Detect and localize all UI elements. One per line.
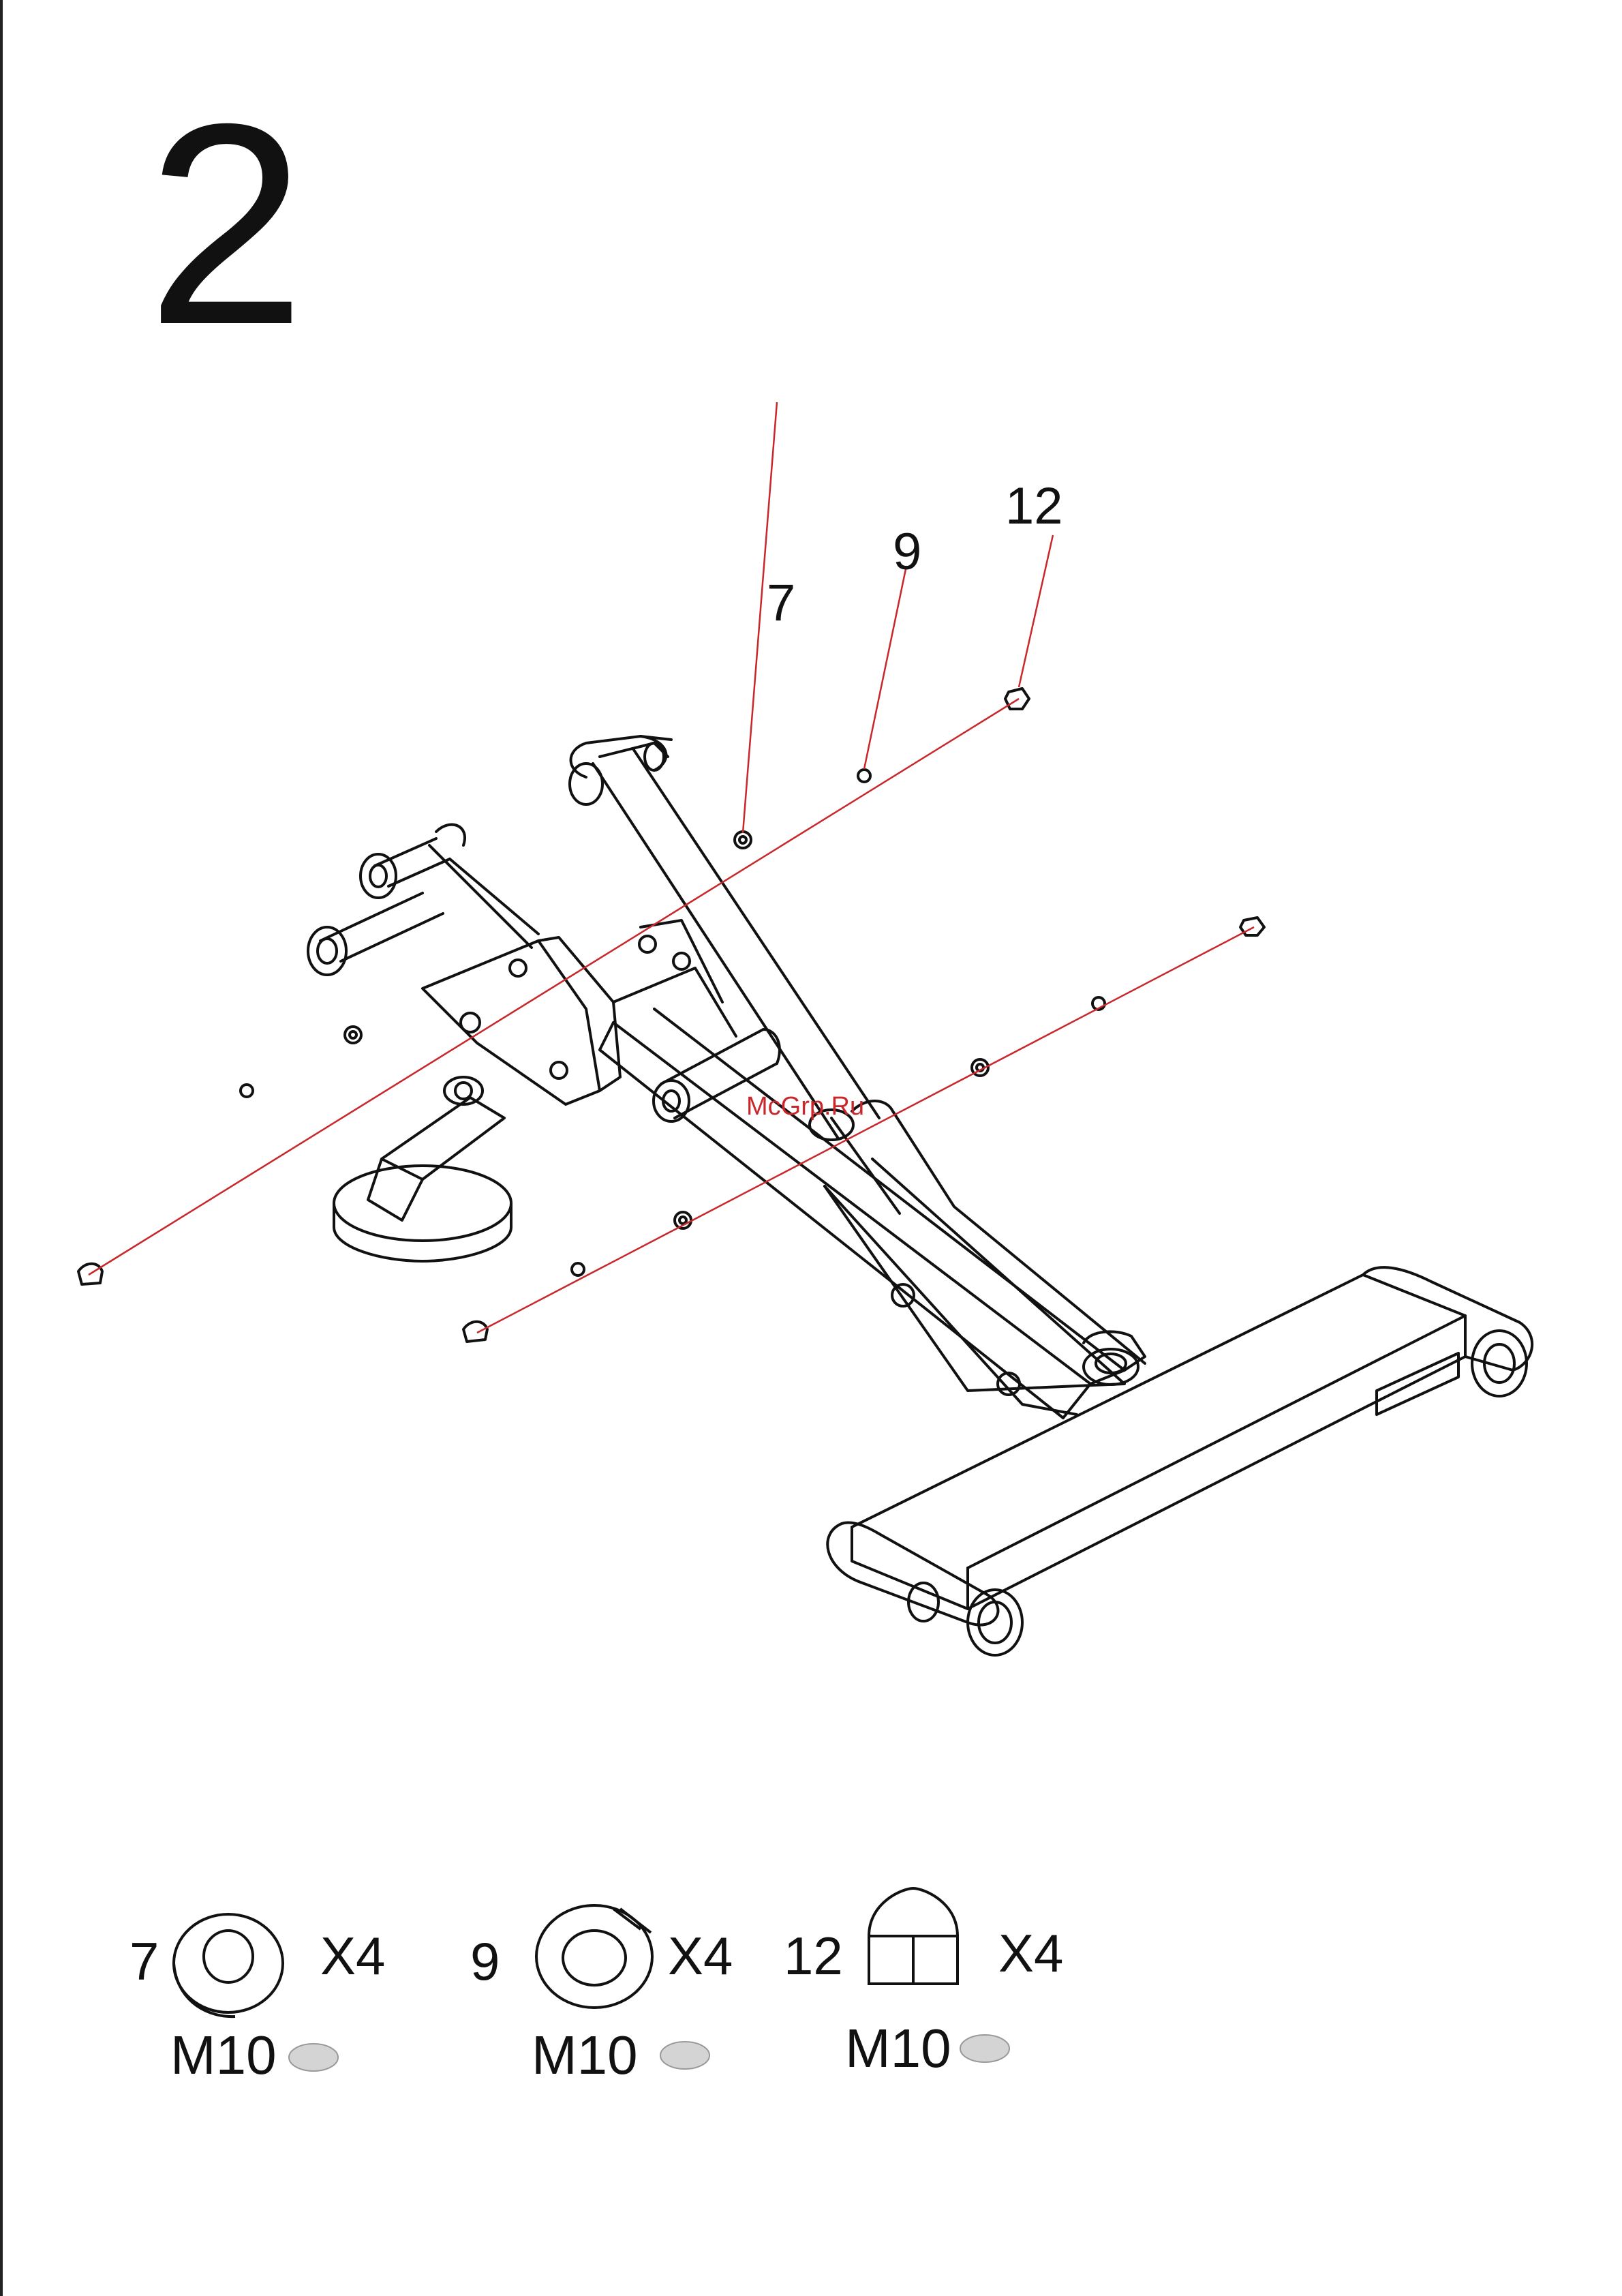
size-swatch-12 — [960, 2035, 1009, 2062]
part-12-size: M10 — [845, 2021, 951, 2076]
size-swatch-9 — [660, 2042, 709, 2069]
part-7-number: 7 — [129, 1935, 159, 1988]
cap-nut-icon — [869, 1888, 958, 1984]
part-12-number: 12 — [784, 1929, 843, 1982]
part-9-number: 9 — [470, 1935, 500, 1988]
spring-washer-icon — [536, 1905, 652, 2008]
callout-7: 7 — [767, 574, 795, 632]
part-7-quantity: X4 — [320, 1929, 385, 1982]
leader-lines — [89, 402, 1254, 1333]
handle-bars — [308, 825, 538, 975]
flat-washer-icon — [174, 1914, 283, 2016]
rear-stabilizer — [827, 1267, 1532, 1655]
watermark: McGrp.Ru — [746, 1092, 864, 1121]
part-9-quantity: X4 — [668, 1929, 733, 1982]
part-12-quantity: X4 — [998, 1927, 1063, 1980]
handle-arm — [570, 736, 879, 1138]
seat-post-base — [334, 1077, 511, 1261]
callout-9: 9 — [893, 523, 921, 581]
part-7-size: M10 — [170, 2028, 277, 2083]
size-swatch-7 — [289, 2044, 338, 2071]
part-9-size: M10 — [532, 2028, 638, 2083]
callout-12: 12 — [1005, 477, 1063, 535]
